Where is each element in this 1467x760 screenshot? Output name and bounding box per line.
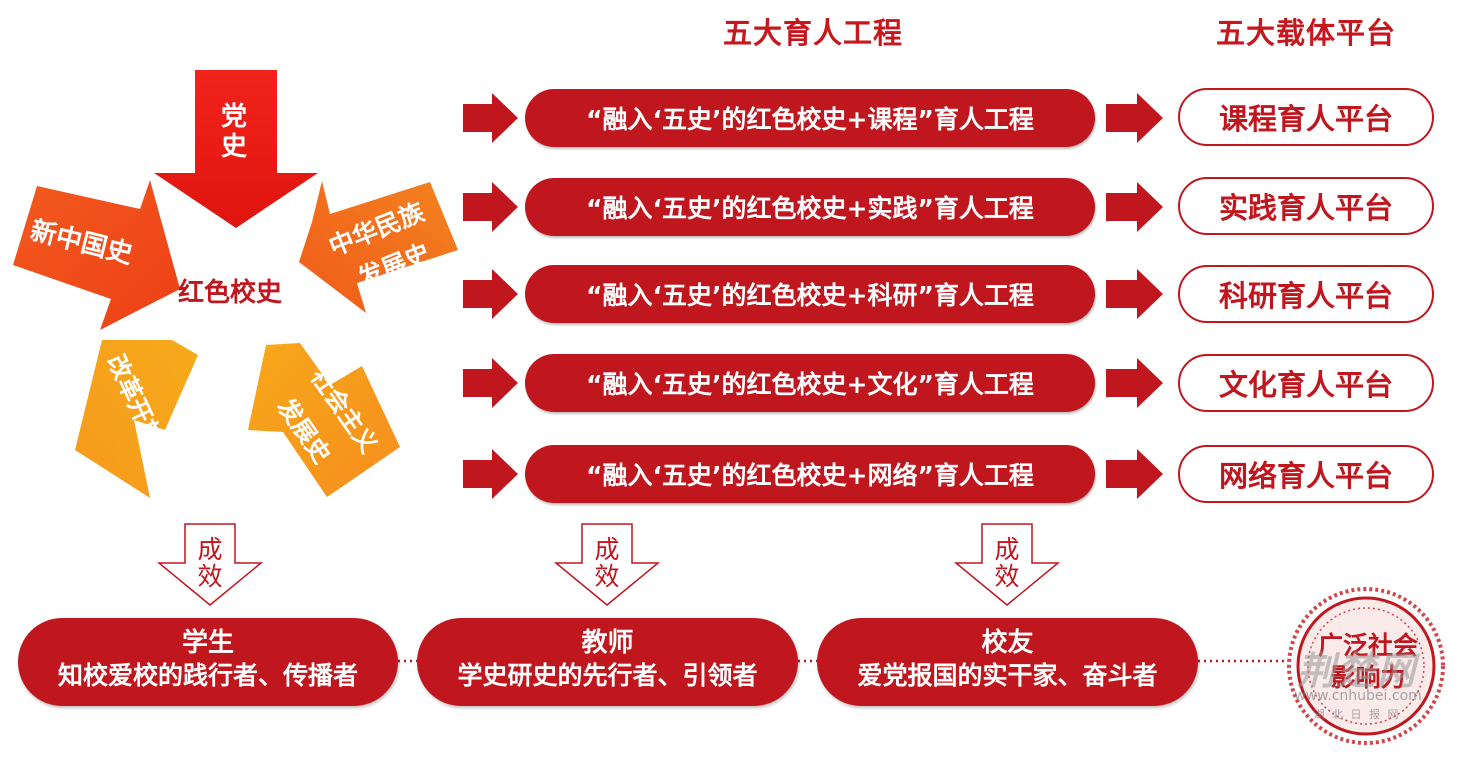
center-label: 红色校史	[178, 278, 283, 308]
platform-arrow-1	[1106, 93, 1163, 143]
platform-arrow-3	[1106, 269, 1163, 319]
result-teachers-title: 教师	[581, 628, 634, 658]
influence-text: 广泛社会 影响力	[1312, 630, 1424, 694]
platform-arrow-5	[1106, 449, 1163, 499]
platform-course: 课程育人平台	[1178, 88, 1434, 146]
program-research: “融入‘五史’的红色校史+科研”育人工程	[525, 265, 1095, 323]
result-alumni: 校友 爱党报国的实干家、奋斗者	[817, 618, 1198, 706]
platform-practice: 实践育人平台	[1178, 177, 1434, 235]
result-alumni-title: 校友	[981, 628, 1034, 658]
arrow-reform-history	[75, 340, 198, 498]
arrow-nation-history	[299, 181, 458, 313]
effect-label-3: 成效	[994, 535, 1020, 591]
platform-arrow-4	[1106, 358, 1163, 408]
result-students: 学生 知校爱校的践行者、传播者	[18, 618, 398, 706]
influence-line-1: 广泛社会	[1317, 631, 1418, 660]
platform-research: 科研育人平台	[1178, 265, 1434, 323]
programs-header: 五大育人工程	[723, 16, 904, 50]
arrow-new-china-history	[13, 180, 180, 330]
effect-label-2: 成效	[594, 535, 620, 591]
watermark-url: www.cnhubei.com	[1294, 688, 1422, 704]
result-alumni-subtitle: 爱党报国的实干家、奋斗者	[857, 661, 1158, 690]
arrow-party-history	[154, 70, 318, 228]
platform-network: 网络育人平台	[1178, 445, 1434, 503]
effect-label-1: 成效	[197, 535, 223, 591]
result-teachers-subtitle: 学史研史的先行者、引领者	[457, 661, 758, 690]
program-course: “融入‘五史’的红色校史+课程”育人工程	[525, 89, 1095, 147]
result-students-subtitle: 知校爱校的践行者、传播者	[57, 661, 358, 690]
arrow-socialism-history	[248, 343, 400, 497]
program-network: “融入‘五史’的红色校史+网络”育人工程	[525, 445, 1095, 503]
result-teachers: 教师 学史研史的先行者、引领者	[417, 618, 798, 706]
watermark-logo: 荆楚网	[1296, 649, 1417, 693]
result-students-title: 学生	[181, 628, 234, 658]
program-practice: “融入‘五史’的红色校史+实践”育人工程	[525, 178, 1095, 236]
platform-arrow-2	[1106, 182, 1163, 232]
party-history-label: 党史	[220, 102, 247, 162]
influence-seal	[1287, 587, 1445, 745]
program-culture: “融入‘五史’的红色校史+文化”育人工程	[525, 354, 1095, 412]
platform-culture: 文化育人平台	[1178, 354, 1434, 412]
watermark-subtitle: 湖 北 日 报 网	[1313, 708, 1401, 721]
star-diagram	[13, 70, 458, 498]
influence-line-2: 影响力	[1330, 663, 1406, 692]
platforms-header: 五大载体平台	[1216, 16, 1397, 50]
